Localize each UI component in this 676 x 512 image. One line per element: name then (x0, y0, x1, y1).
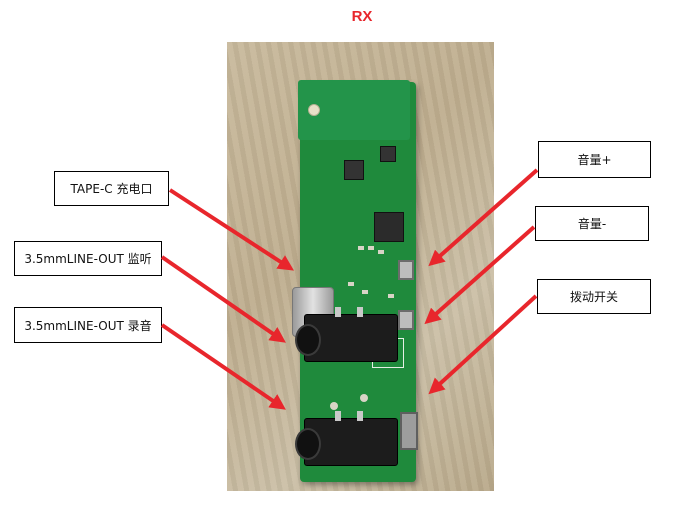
smd-pad (368, 246, 374, 250)
arrow-typec (168, 188, 295, 271)
label-record-jack: 3.5mmLINE-OUT 录音 (14, 307, 162, 343)
label-record-text: 3.5mmLINE-OUT 录音 (24, 318, 152, 333)
label-typec-port: TAPE-C 充电口 (54, 171, 169, 206)
arrow-monitor (160, 255, 286, 343)
smd-pad (378, 250, 384, 254)
jack-pin (357, 411, 363, 421)
volume-down-button (398, 310, 414, 330)
arrow-slide-switch (428, 294, 538, 395)
test-point (330, 402, 338, 410)
test-point (360, 394, 368, 402)
main-chip (374, 212, 404, 242)
chip-small (344, 160, 364, 180)
record-audio-jack (295, 411, 398, 466)
chip-small-2 (380, 146, 396, 162)
smd-pad (388, 294, 394, 298)
jack-pin (335, 411, 341, 421)
label-typec-text: TAPE-C 充电口 (70, 182, 153, 196)
jack-pin (335, 307, 341, 317)
pcb-board (292, 80, 418, 482)
arrow-record (160, 323, 286, 410)
diagram-title: RX (351, 8, 373, 25)
volume-up-button (398, 260, 414, 280)
label-slide-switch: 拨动开关 (537, 279, 651, 314)
mounting-hole (308, 104, 320, 116)
arrow-volume-up (428, 168, 539, 267)
jack-barrel (295, 428, 321, 460)
label-monitor-jack: 3.5mmLINE-OUT 监听 (14, 241, 162, 276)
slide-switch (400, 412, 418, 450)
label-volume-down: 音量- (535, 206, 649, 241)
label-volume-up-text: 音量+ (577, 153, 612, 167)
arrow-volume-down (424, 225, 536, 325)
smd-pad (362, 290, 368, 294)
jack-pin (357, 307, 363, 317)
label-volume-up: 音量+ (538, 141, 651, 178)
monitor-audio-jack (295, 307, 398, 362)
label-slide-switch-text: 拨动开关 (569, 290, 618, 304)
smd-pad (358, 246, 364, 250)
label-monitor-text: 3.5mmLINE-OUT 监听 (24, 252, 152, 266)
pcb-photo (227, 42, 494, 491)
jack-barrel (295, 324, 321, 356)
label-volume-down-text: 音量- (577, 217, 607, 231)
smd-pad (348, 282, 354, 286)
